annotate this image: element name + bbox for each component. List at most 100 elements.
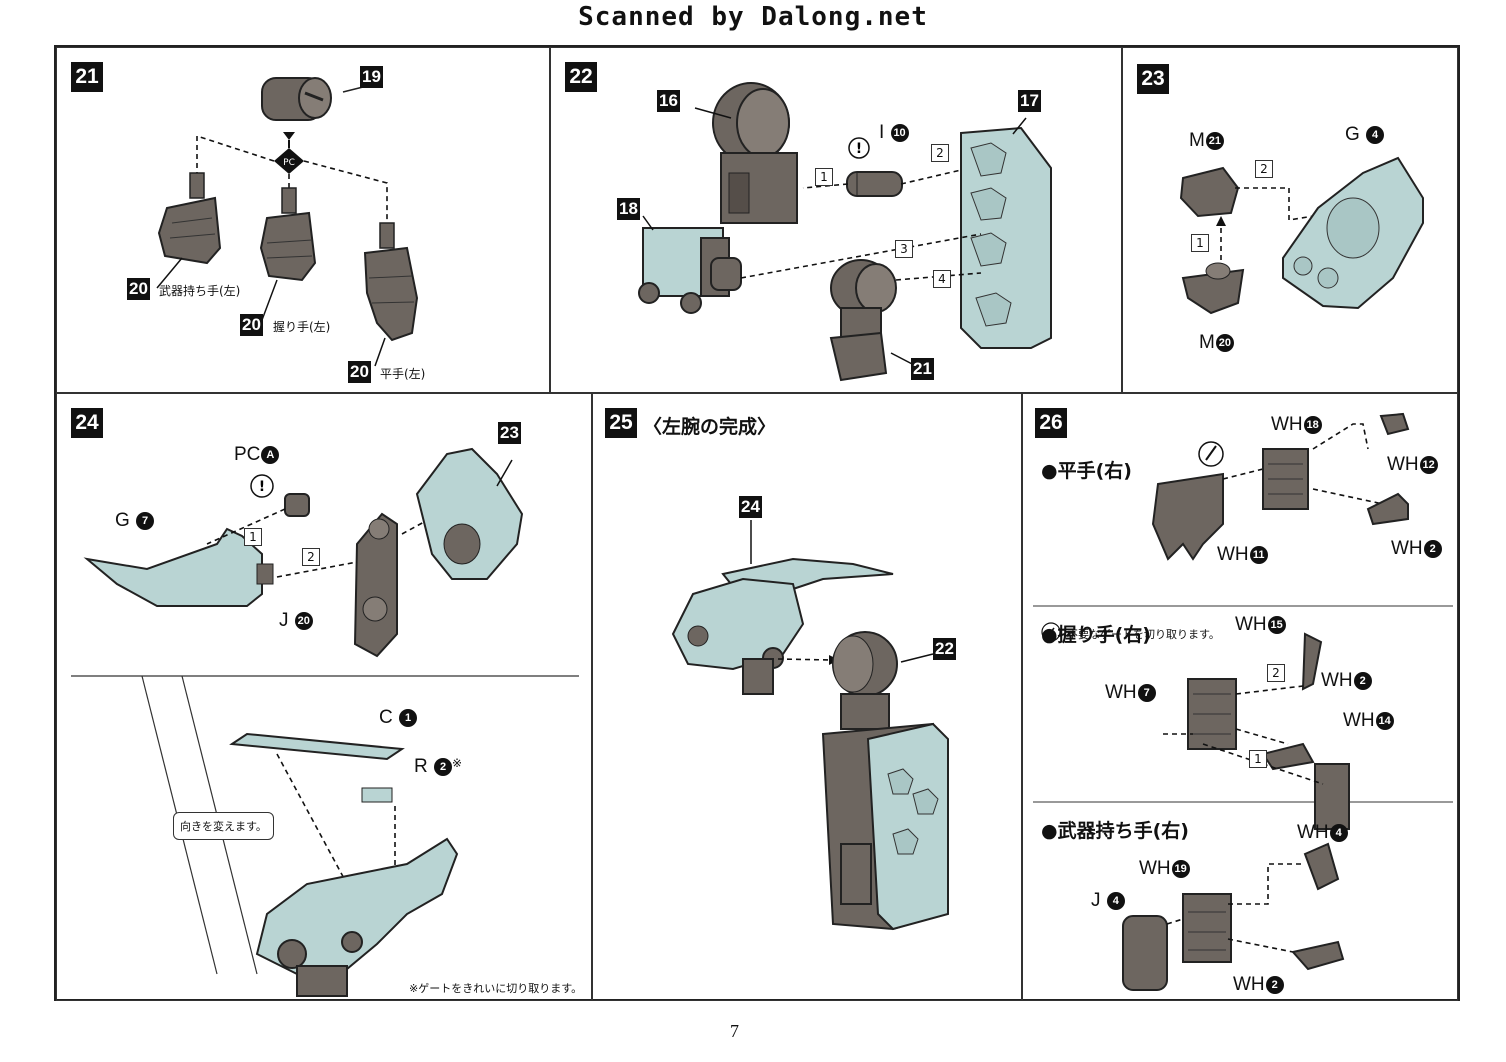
- step-23-illustration: [1179, 156, 1424, 315]
- part-wh7-number: 7: [1137, 683, 1156, 702]
- part-19-tag: 19: [360, 66, 383, 88]
- part-wh2c-letter: WH: [1233, 974, 1265, 995]
- part-wh2b-number: 2: [1353, 671, 1372, 690]
- order-2: 2: [1267, 664, 1285, 682]
- step-22-panel: 22 !: [550, 47, 1122, 393]
- step-26-panel: 26: [1022, 393, 1458, 1001]
- step-21-illustration: PC: [156, 77, 419, 367]
- part-20-tag-flat: 20: [348, 361, 371, 383]
- asterisk-mark: ※: [452, 756, 463, 770]
- order-2: 2: [931, 144, 949, 162]
- step-26-number: 26: [1035, 408, 1067, 438]
- part-wh12-letter: WH: [1387, 454, 1419, 475]
- order-2: 2: [1255, 160, 1273, 178]
- order-1: 1: [815, 168, 833, 186]
- step-23-number: 23: [1137, 64, 1169, 94]
- part-j4-label: J 4: [1091, 890, 1125, 912]
- part-wh14-letter: WH: [1343, 710, 1375, 731]
- part-j20-label: J 20: [279, 610, 313, 632]
- step-24-panel: 24 !: [56, 393, 592, 1001]
- part-24-tag: 24: [739, 496, 762, 518]
- section-flat-hand-right-title: ●平手(右): [1041, 460, 1132, 482]
- part-g7-number: 7: [136, 511, 155, 530]
- part-j4-letter: J: [1091, 890, 1101, 911]
- part-g7-label: G 7: [115, 510, 155, 532]
- part-j20-letter: J: [279, 610, 289, 631]
- step-22-illustration: !: [638, 82, 1052, 382]
- part-m20-letter: M: [1199, 332, 1215, 353]
- step-22-number: 22: [565, 62, 597, 92]
- svg-text:PC: PC: [283, 158, 295, 168]
- step-24-number: 24: [71, 408, 103, 438]
- part-wh4-number: 4: [1329, 823, 1348, 842]
- step-21-panel: 21 PC: [56, 47, 550, 393]
- part-j4-number: 4: [1106, 891, 1125, 910]
- part-wh2-letter: WH: [1391, 538, 1423, 559]
- part-wh4-letter: WH: [1297, 822, 1329, 843]
- part-i-number: 10: [890, 123, 909, 142]
- gate-removal-note: 不要なゲートを切り取ります。: [1067, 628, 1220, 641]
- part-i-letter: I: [879, 122, 885, 143]
- step-25-panel: 25 〈左腕の完成〉 24 22: [592, 393, 1022, 1001]
- gate-footnote: ※ゲートをきれいに切り取ります。: [409, 982, 583, 995]
- part-wh19-letter: WH: [1139, 858, 1171, 879]
- order-1: 1: [1191, 234, 1209, 252]
- part-wh11-letter: WH: [1217, 544, 1249, 565]
- part-wh12-number: 12: [1419, 455, 1438, 474]
- step-21-number: 21: [71, 62, 103, 92]
- part-20-tag-grip: 20: [240, 314, 263, 336]
- svg-text:!: !: [259, 479, 265, 495]
- section-grip-hand-right-title: ●握り手(右): [1041, 624, 1151, 646]
- scan-credit: Scanned by Dalong.net: [578, 2, 928, 32]
- part-r2-number: 2: [434, 757, 453, 776]
- part-c1-number: 1: [399, 708, 418, 727]
- part-17-tag: 17: [1018, 90, 1041, 112]
- part-g4-label: G 4: [1345, 124, 1385, 146]
- part-wh18-letter: WH: [1271, 414, 1303, 435]
- part-18-tag: 18: [617, 198, 640, 220]
- direction-callout: 向きを変えます。: [173, 812, 274, 840]
- part-wh14-number: 14: [1375, 711, 1394, 730]
- part-c1-letter: C: [379, 707, 393, 728]
- step-25-illustration: [671, 520, 949, 931]
- part-c1-label: C 1: [379, 707, 418, 729]
- instruction-frame: 21 PC: [54, 45, 1460, 1001]
- order-4: 4: [933, 270, 951, 288]
- part-g7-letter: G: [115, 510, 130, 531]
- step-25-title: 〈左腕の完成〉: [643, 416, 777, 438]
- part-wh11-number: 11: [1249, 545, 1268, 564]
- label-grip-hand-left: 握り手(左): [273, 320, 331, 334]
- order-2: 2: [302, 548, 320, 566]
- part-g4-number: 4: [1366, 125, 1385, 144]
- label-weapon-hand-left: 武器持ち手(左): [159, 284, 241, 298]
- part-r2-letter: R: [414, 756, 428, 777]
- part-wh15-letter: WH: [1235, 614, 1267, 635]
- step-25-number: 25: [605, 408, 637, 438]
- part-g4-letter: G: [1345, 124, 1360, 145]
- part-23-tag: 23: [498, 422, 521, 444]
- part-m21-number: 21: [1205, 131, 1224, 150]
- part-wh19-number: 19: [1171, 859, 1190, 878]
- order-3: 3: [895, 240, 913, 258]
- part-wh2c-number: 2: [1265, 975, 1284, 994]
- part-m20-number: 20: [1215, 333, 1234, 352]
- part-wh15-number: 15: [1267, 615, 1286, 634]
- part-22-tag: 22: [933, 638, 956, 660]
- section-weapon-hand-right-title: ●武器持ち手(右): [1041, 820, 1189, 842]
- part-j20-number: 20: [294, 611, 313, 630]
- label-flat-hand-left: 平手(左): [380, 367, 426, 381]
